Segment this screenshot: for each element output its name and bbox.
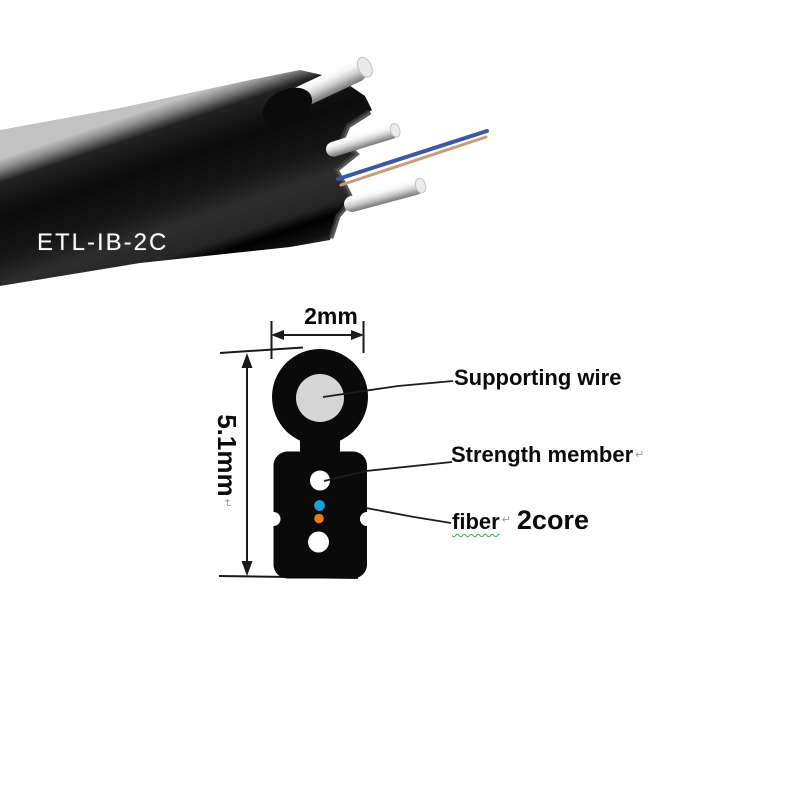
jacket-collar — [262, 87, 313, 126]
supporting-wire-text: Supporting wire — [454, 365, 622, 390]
width-dimension — [270, 321, 365, 359]
photo-strength-member-rod — [326, 122, 401, 157]
label-supporting-wire: Supporting wire — [454, 367, 621, 389]
leader-fiber — [365, 507, 452, 524]
width-arrow-left — [271, 330, 284, 340]
strength-member-bottom — [308, 531, 329, 553]
fiber-count-text: 2core — [516, 505, 589, 535]
label-fiber-2core: fiber↵ 2core — [452, 507, 589, 534]
cable-photo — [0, 56, 489, 286]
photo-fiber-blue — [336, 129, 489, 181]
format-mark-icon: ↵ — [635, 448, 645, 461]
model-label: ETL-IB-2C — [37, 229, 169, 256]
leader-supporting-wire — [322, 380, 454, 398]
strength-member-text: Strength member — [451, 442, 634, 467]
height-dimension-text: 5.1mm — [212, 414, 242, 497]
format-mark-icon: ↵ — [501, 514, 511, 526]
photo-fiber-tan — [339, 135, 488, 187]
format-mark-icon: ↵ — [221, 498, 234, 508]
tear-notch-right — [360, 512, 374, 526]
leader-lines — [322, 380, 454, 524]
width-dimension-label: 2mm — [304, 303, 358, 329]
height-arrow-top — [241, 353, 253, 368]
strength-member-top — [310, 470, 330, 491]
leader-strength-member — [323, 461, 453, 482]
tear-notch-left — [266, 512, 281, 526]
fiber-blue — [314, 500, 325, 511]
width-arrow-right — [351, 330, 364, 340]
height-dimension-label: 5.1mm↵ — [212, 414, 242, 508]
supporting-wire-section — [296, 374, 344, 422]
cable-end-face — [328, 109, 372, 239]
label-strength-member: Strength member↵ — [451, 444, 644, 466]
cross-section-diagram — [218, 321, 454, 579]
height-arrow-bottom — [241, 561, 253, 576]
fiber-orange — [314, 513, 324, 524]
fiber-text: fiber — [452, 509, 500, 534]
photo-bottom-rod — [344, 177, 427, 212]
